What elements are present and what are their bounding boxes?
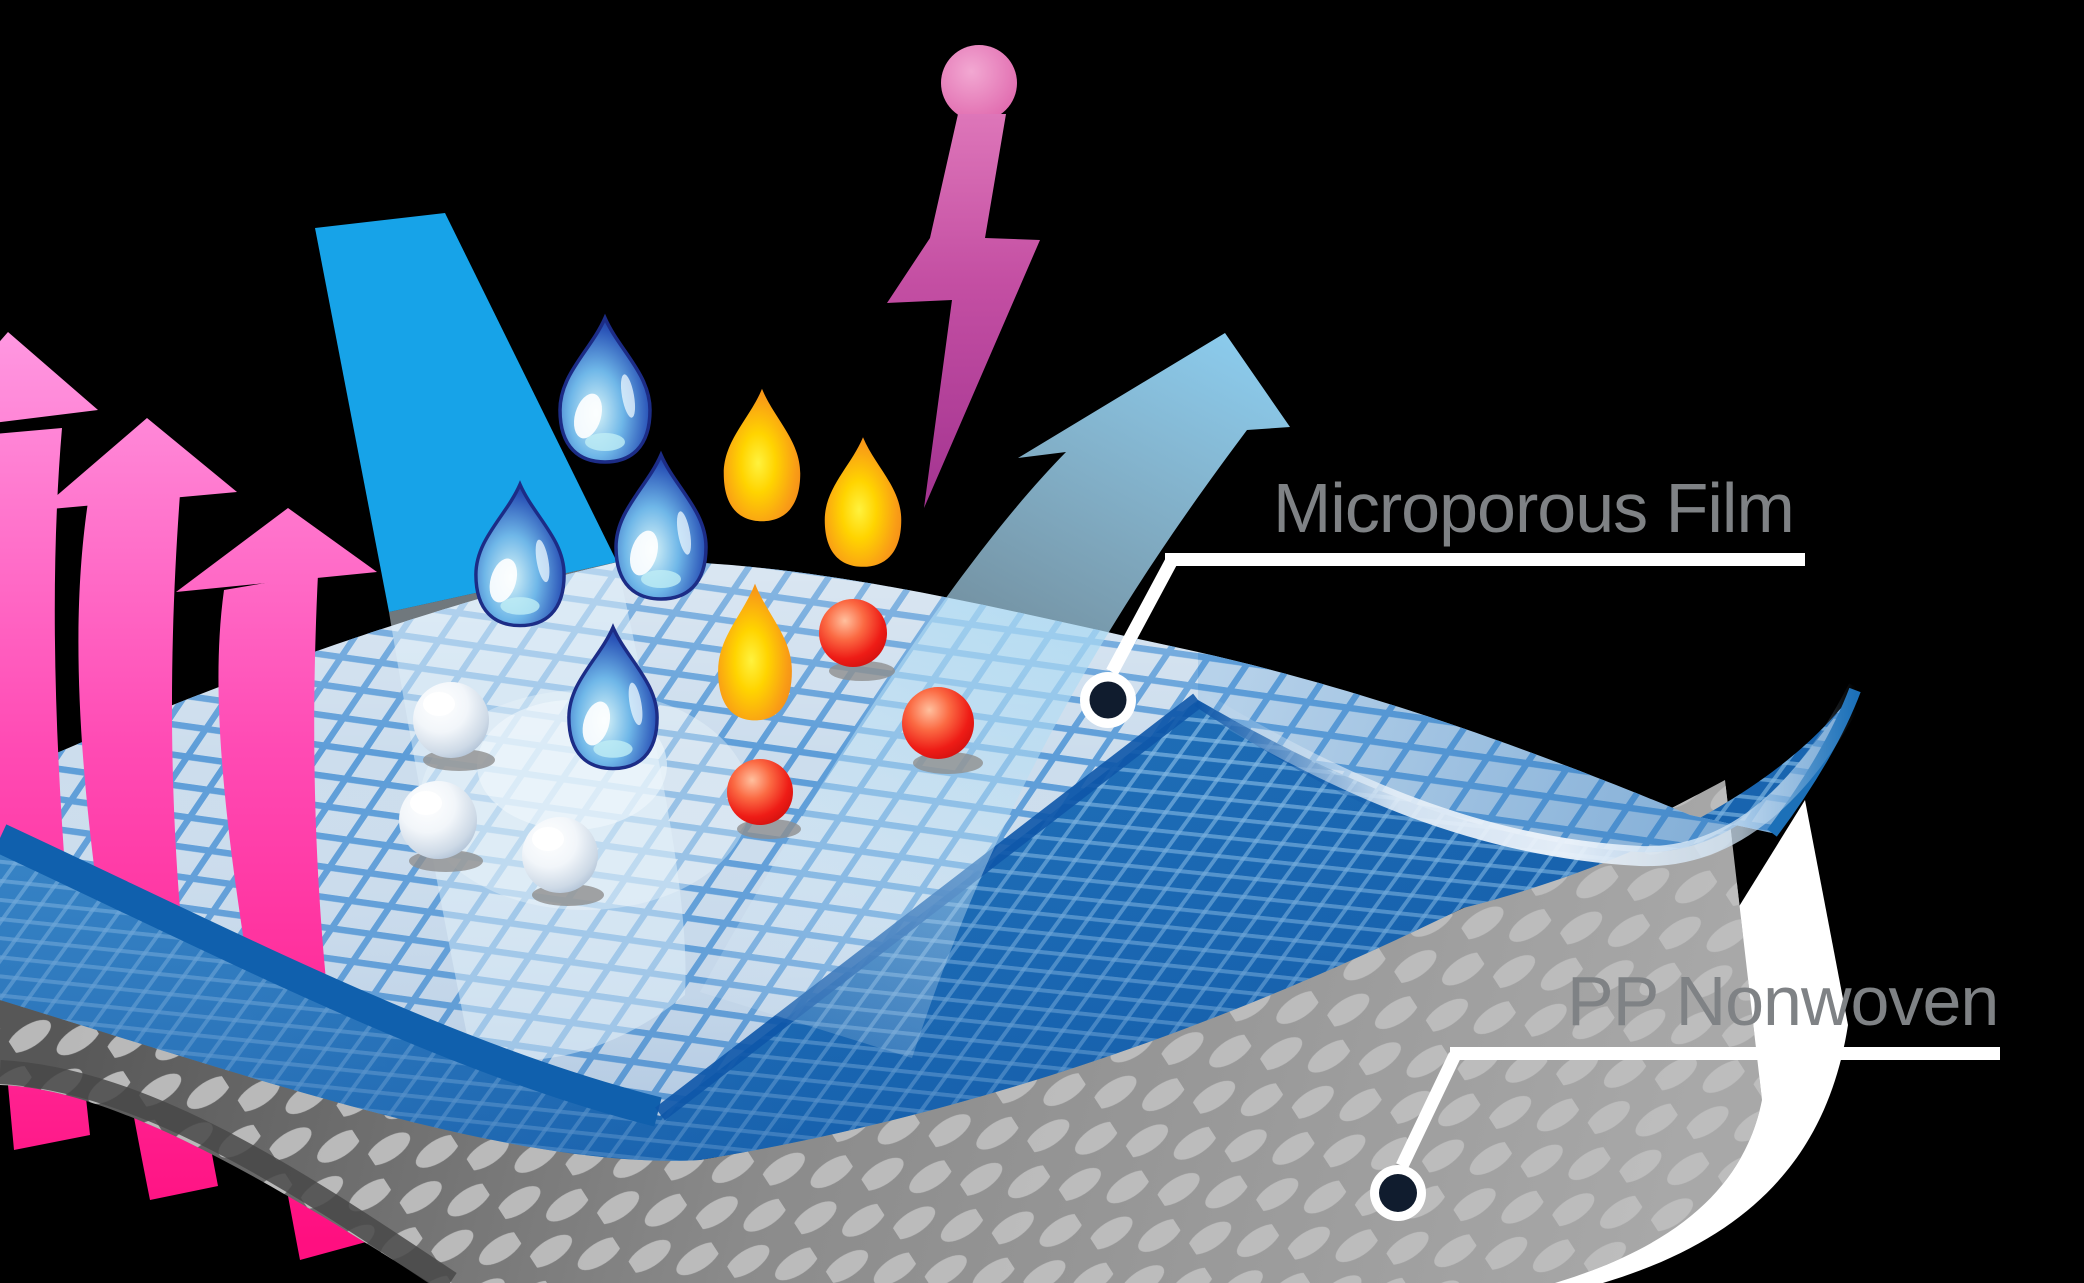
nonwoven-leader-line [1396, 1052, 1461, 1169]
film-label-underline [1165, 553, 1805, 566]
nonwoven-label: PP Nonwoven [1567, 962, 1998, 1040]
water-droplet-icon [567, 625, 659, 771]
film-label: Microporous Film [1273, 469, 1794, 547]
bacteria-particle-icon [819, 599, 895, 681]
air-bubble-icon [522, 817, 604, 906]
nonwoven-label-group: PP Nonwoven [1370, 962, 2000, 1221]
water-droplets [474, 316, 708, 771]
film-front-rim [0, 824, 662, 1127]
water-droplet-icon [474, 482, 566, 628]
water-droplet-icon [614, 453, 708, 601]
air-bubble-icon [399, 781, 483, 872]
vapor-escape-arrow-icon [700, 333, 1290, 1058]
static-bolt-icon [887, 45, 1040, 508]
film-leader-line [1106, 558, 1177, 676]
microporous-film-curl [1192, 652, 1867, 867]
bacteria-particles [727, 599, 983, 839]
film-label-group: Microporous Film [1080, 469, 1805, 728]
pp-nonwoven-layer [0, 780, 1848, 1283]
bacteria-particle-icon [727, 759, 801, 839]
nonwoven-label-underline [1450, 1047, 2000, 1060]
air-bubble-icon [413, 682, 495, 771]
water-droplet-icon [558, 316, 652, 464]
air-bubbles [399, 682, 604, 906]
bacteria-particle-icon [902, 687, 983, 774]
curl-highlight [1192, 683, 1867, 867]
